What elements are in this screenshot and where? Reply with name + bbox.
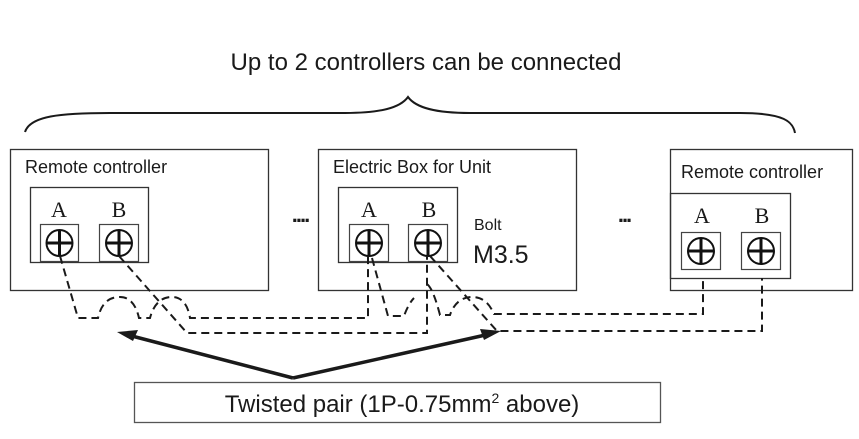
terminal-label-a: A (361, 197, 377, 222)
diagram-title: Up to 2 controllers can be connected (231, 49, 622, 76)
terminal-block (669, 192, 792, 280)
remote-controller-left: Remote controller A B (9, 148, 270, 292)
wire-left-b (118, 255, 428, 334)
arrow-left-line (127, 333, 294, 380)
callout-arrows (117, 329, 501, 380)
screw-icon (45, 229, 74, 257)
cable-spec-main: Twisted pair (1P-0.75mm (225, 391, 492, 418)
terminal-screw-b (98, 223, 140, 263)
screw-icon (105, 229, 133, 257)
cable-spec-callout: Twisted pair (1P-0.75mm2 above) (133, 381, 662, 424)
screw-icon (747, 237, 775, 265)
terminal-screw-a (348, 223, 390, 263)
terminal-label-b: B (112, 197, 127, 222)
wire-left-a (59, 255, 369, 319)
terminal-label-a: A (51, 197, 67, 222)
bolt-size: M3.5 (473, 241, 529, 269)
terminal-label-b: B (755, 203, 770, 228)
arrow-right-line (292, 332, 491, 380)
screw-icon (687, 237, 715, 265)
terminal-screw-b (740, 231, 782, 271)
terminal-label-a: A (694, 203, 710, 228)
continuation-dots-left: .... (292, 202, 309, 227)
twisted-pair-wiring (59, 255, 763, 334)
wire-mid-a (371, 257, 704, 317)
grouping-brace (24, 95, 796, 134)
box-outline (317, 148, 578, 292)
terminal-screw-a (39, 223, 80, 263)
terminal-block (337, 186, 459, 264)
cable-spec-superscript: 2 (491, 390, 499, 406)
terminal-label-b: B (422, 197, 437, 222)
continuation-dots-right: ... (618, 202, 631, 227)
terminal-block (29, 186, 150, 264)
box-label: Remote controller (681, 162, 823, 182)
wire-mid-b (429, 255, 763, 332)
cable-spec-text: Twisted pair (1P-0.75mm2 above) (225, 390, 580, 418)
remote-controller-right: Remote controller A B (669, 148, 854, 292)
arrowhead-left-icon (117, 330, 138, 341)
terminal-screw-b (407, 223, 449, 263)
terminal-screw-a (680, 231, 722, 271)
box-label: Electric Box for Unit (333, 157, 491, 177)
box-label: Remote controller (25, 157, 167, 177)
cable-spec-box (133, 381, 662, 424)
bolt-label: Bolt (474, 217, 502, 234)
electric-box-unit: Electric Box for Unit A B Bolt M3.5 (317, 148, 578, 292)
cable-spec-suffix: above) (499, 391, 579, 418)
arrowhead-right-icon (480, 329, 501, 340)
box-outline (9, 148, 270, 292)
